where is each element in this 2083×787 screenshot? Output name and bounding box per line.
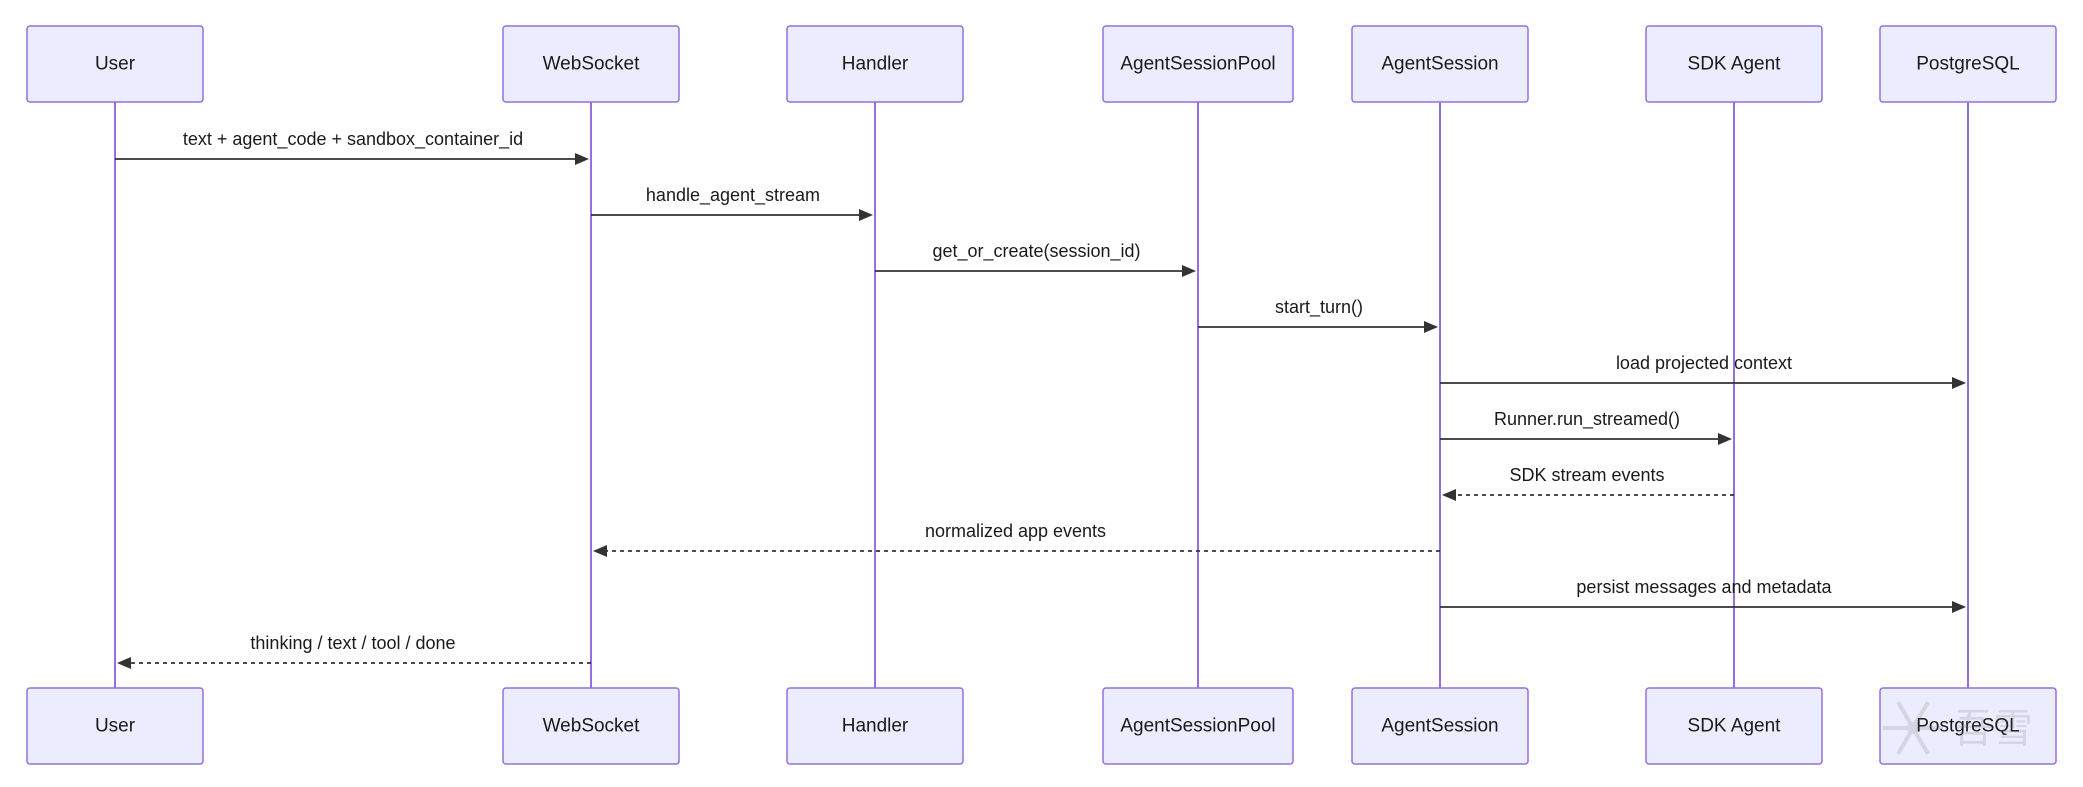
participant-label: User xyxy=(95,716,136,737)
participant-label: Handler xyxy=(842,716,909,737)
participant-box xyxy=(1645,25,1823,103)
arrowhead xyxy=(1424,321,1438,333)
participant-label: AgentSessionPool xyxy=(1120,54,1275,75)
lifelines xyxy=(114,102,1969,688)
participant-session-bottom: AgentSession xyxy=(1351,687,1529,765)
participant-box xyxy=(1879,25,2057,103)
message-label: SDK stream events xyxy=(1509,465,1664,485)
participant-handler-top: Handler xyxy=(786,25,964,103)
message-10: thinking / text / tool / done xyxy=(117,633,591,669)
message-label: handle_agent_stream xyxy=(646,185,820,206)
participant-sdk-bottom: SDK Agent xyxy=(1645,687,1823,765)
participant-label: SDK Agent xyxy=(1688,716,1782,737)
participant-sdk-top: SDK Agent xyxy=(1645,25,1823,103)
snowflake-icon xyxy=(1883,701,1943,755)
participant-session-top: AgentSession xyxy=(1351,25,1529,103)
participant-box xyxy=(26,25,204,103)
message-label: get_or_create(session_id) xyxy=(932,241,1140,262)
message-2: handle_agent_stream xyxy=(591,185,873,221)
participant-label: Handler xyxy=(842,54,909,75)
watermark-text: 吾雪 xyxy=(1953,706,2033,752)
participant-user-top: User xyxy=(26,25,204,103)
participant-pg-bottom: PostgreSQL xyxy=(1879,687,2057,765)
message-6: Runner.run_streamed() xyxy=(1440,409,1732,445)
participant-pool-top: AgentSessionPool xyxy=(1102,25,1294,103)
participant-websocket-bottom: WebSocket xyxy=(502,687,680,765)
message-7: SDK stream events xyxy=(1442,465,1734,501)
arrowhead xyxy=(859,209,873,221)
message-4: start_turn() xyxy=(1198,297,1438,333)
participant-label: SDK Agent xyxy=(1688,54,1782,75)
message-1: text + agent_code + sandbox_container_id xyxy=(115,129,589,165)
participant-box xyxy=(786,687,964,765)
participant-box xyxy=(786,25,964,103)
participant-label: User xyxy=(95,54,136,75)
participants-bottom: User WebSocket Handler AgentSessionPool Agen… xyxy=(26,687,2057,765)
message-8: normalized app events xyxy=(593,521,1440,557)
participant-label: AgentSession xyxy=(1381,54,1498,75)
participant-box xyxy=(1351,25,1529,103)
participant-label: WebSocket xyxy=(543,54,641,75)
participant-label: WebSocket xyxy=(543,716,641,737)
message-3: get_or_create(session_id) xyxy=(875,241,1196,277)
participant-user-bottom: User xyxy=(26,687,204,765)
message-9: persist messages and metadata xyxy=(1440,577,1966,613)
message-label: thinking / text / tool / done xyxy=(250,633,455,653)
participant-label: PostgreSQL xyxy=(1916,54,2020,75)
message-label: normalized app events xyxy=(925,521,1106,541)
arrowhead xyxy=(1952,601,1966,613)
participant-pg-top: PostgreSQL xyxy=(1879,25,2057,103)
message-label: load projected context xyxy=(1616,353,1792,373)
message-label: Runner.run_streamed() xyxy=(1494,409,1680,430)
message-label: start_turn() xyxy=(1275,297,1363,318)
message-label: persist messages and metadata xyxy=(1576,577,1832,597)
participant-box xyxy=(1102,25,1294,103)
participants-top: User WebSocket Handler AgentSessionPool Agen… xyxy=(26,25,2057,103)
participant-pool-bottom: AgentSessionPool xyxy=(1102,687,1294,765)
participant-box xyxy=(1351,687,1529,765)
arrowhead xyxy=(1442,489,1456,501)
arrowhead xyxy=(593,545,607,557)
arrowhead xyxy=(1182,265,1196,277)
participant-websocket-top: WebSocket xyxy=(502,25,680,103)
participant-handler-bottom: Handler xyxy=(786,687,964,765)
messages: text + agent_code + sandbox_container_id… xyxy=(115,129,1966,669)
arrowhead xyxy=(575,153,589,165)
participant-label: AgentSessionPool xyxy=(1120,716,1275,737)
participant-label: AgentSession xyxy=(1381,716,1498,737)
watermark: 吾雪 xyxy=(1883,701,2033,755)
arrowhead xyxy=(117,657,131,669)
participant-box xyxy=(502,687,680,765)
participant-box xyxy=(1102,687,1294,765)
message-label: text + agent_code + sandbox_container_id xyxy=(183,129,523,150)
participant-label: PostgreSQL xyxy=(1916,716,2020,737)
arrowhead xyxy=(1718,433,1732,445)
arrowhead xyxy=(1952,377,1966,389)
participant-box xyxy=(26,687,204,765)
participant-box xyxy=(1879,687,2057,765)
participant-box xyxy=(502,25,680,103)
participant-box xyxy=(1645,687,1823,765)
message-5: load projected context xyxy=(1440,353,1966,389)
